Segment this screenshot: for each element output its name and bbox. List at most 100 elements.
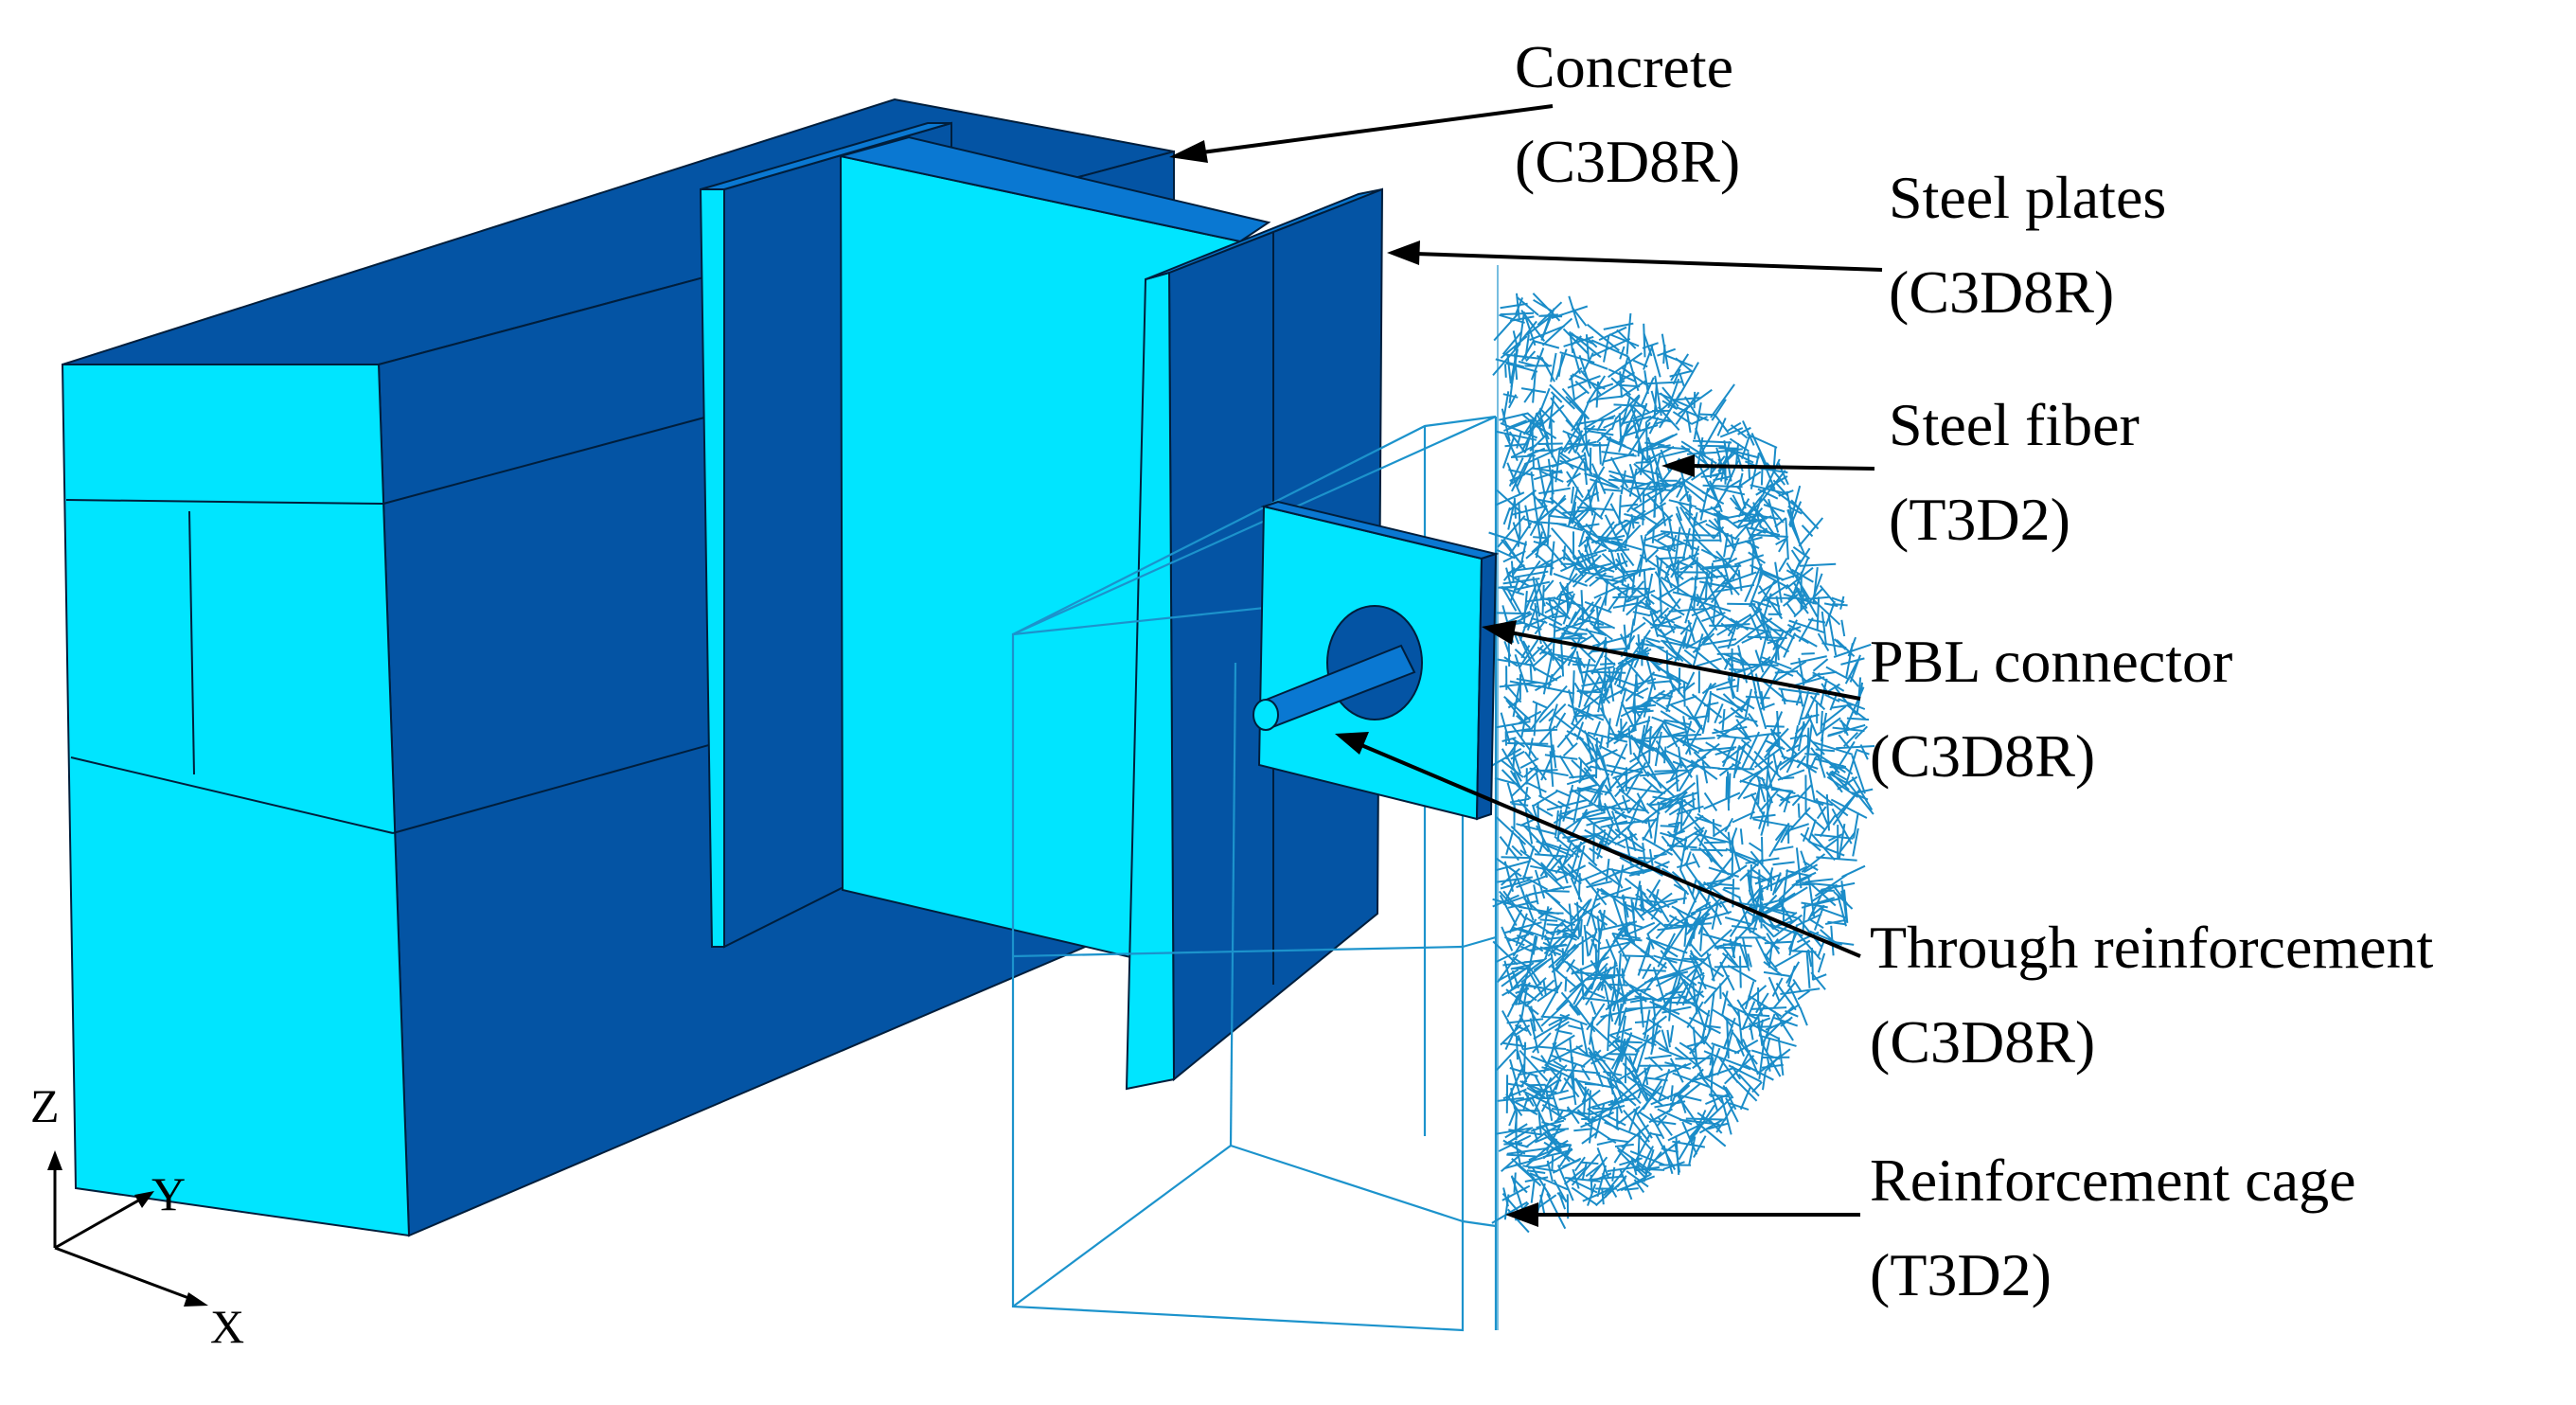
- steel-fiber-segment: [1649, 1057, 1663, 1070]
- steel-fiber-segment: [1622, 385, 1641, 386]
- label-steel-fiber-name: Steel fiber: [1889, 391, 2140, 458]
- steel-fiber-segment: [1657, 740, 1679, 773]
- steel-fiber-segment: [1501, 304, 1528, 309]
- steel-fiber-segment: [1654, 771, 1687, 772]
- steel-fiber-segment: [1635, 1022, 1648, 1023]
- steel-fiber-segment: [1789, 932, 1797, 949]
- rod-end: [1253, 700, 1278, 730]
- steel-fiber-segment: [1668, 1003, 1695, 1004]
- steel-fiber-segment: [1840, 658, 1864, 665]
- steel-fiber-segment: [1505, 364, 1506, 377]
- steel-fiber-segment: [1597, 1141, 1613, 1145]
- steel-fiber-segment: [1801, 851, 1805, 866]
- steel-fiber-segment: [1568, 458, 1585, 487]
- steel-fiber-segment: [1841, 620, 1844, 636]
- steel-fiber-segment: [1679, 373, 1684, 386]
- steel-fiber-segment: [1679, 667, 1680, 694]
- concrete-front-face: [62, 365, 409, 1236]
- label-pbl-connector-element: (C3D8R): [1870, 722, 2095, 790]
- steel-fiber-segment: [1804, 754, 1819, 755]
- steel-fiber-segment: [1519, 1036, 1523, 1050]
- steel-fiber-segment: [1539, 726, 1555, 744]
- steel-fiber-segment: [1658, 447, 1690, 450]
- steel-fiber-segment: [1516, 654, 1528, 692]
- steel-fiber-segment: [1621, 719, 1622, 738]
- steel-fiber-segment: [1572, 375, 1575, 400]
- steel-fiber-segment: [1718, 645, 1735, 648]
- steel-fiber-segment: [1574, 791, 1580, 823]
- steel-fiber-segment: [1574, 683, 1582, 695]
- steel-fiber-segment: [1572, 487, 1573, 504]
- steel-fiber-segment: [1627, 313, 1631, 355]
- steel-fiber-segment: [1816, 857, 1856, 860]
- label-steel-plates: Steel plates (C3D8R): [1889, 164, 2166, 326]
- label-steel-plates-element: (C3D8R): [1889, 258, 2114, 326]
- steel-fiber-segment: [1564, 743, 1578, 756]
- steel-fiber-segment: [1806, 813, 1825, 829]
- steel-fiber-segment: [1681, 802, 1682, 832]
- steel-fiber-segment: [1661, 450, 1669, 472]
- steel-fiber-segment: [1535, 450, 1557, 451]
- steel-fiber-segment: [1554, 1036, 1574, 1048]
- steel-fiber-segment: [1588, 431, 1614, 435]
- steel-fiber-segment: [1779, 559, 1786, 572]
- steel-fiber-segment: [1581, 919, 1582, 937]
- steel-fiber-segment: [1693, 792, 1694, 808]
- steel-fiber-segment: [1512, 1176, 1522, 1209]
- steel-fiber-segment: [1584, 429, 1607, 431]
- steel-fiber-segment: [1540, 919, 1558, 920]
- steel-fiber-segment: [1732, 845, 1740, 872]
- steel-fiber-segment: [1559, 1096, 1574, 1100]
- steel-fiber-segment: [1711, 693, 1747, 711]
- steel-fiber-segment: [1684, 683, 1685, 707]
- steel-fiber-segment: [1643, 736, 1676, 738]
- label-steel-plates-name: Steel plates: [1889, 164, 2166, 231]
- steel-fiber-segment: [1666, 355, 1694, 366]
- steel-fiber-segment: [1826, 840, 1838, 848]
- steel-fiber-segment: [1602, 1188, 1604, 1205]
- steel-fiber-segment: [1555, 810, 1558, 836]
- steel-fiber-segment: [1762, 468, 1763, 486]
- steel-fiber-segment: [1534, 471, 1562, 479]
- steel-fiber-segment: [1785, 518, 1788, 560]
- steel-fiber-segment: [1525, 506, 1530, 528]
- steel-fiber-segment: [1552, 1156, 1553, 1170]
- steel-fiber-segment: [1690, 850, 1727, 851]
- steel-fiber-segment: [1667, 1030, 1670, 1047]
- steel-fiber-segment: [1513, 741, 1515, 769]
- steel-fiber-segment: [1676, 771, 1678, 792]
- steel-fiber-segment: [1691, 760, 1717, 779]
- steel-fiber-segment: [1693, 441, 1732, 443]
- steel-fiber-segment: [1800, 1007, 1807, 1025]
- axis-x-line: [55, 1248, 199, 1302]
- steel-fiber-segment: [1570, 391, 1588, 402]
- steel-fiber-segment: [1737, 677, 1738, 692]
- steel-fiber-segment: [1528, 1165, 1548, 1168]
- steel-fiber-segment: [1699, 847, 1730, 875]
- steel-fiber-segment: [1767, 726, 1785, 727]
- steel-fiber-segment: [1662, 836, 1682, 862]
- steel-fiber-segment: [1625, 521, 1640, 524]
- steel-fiber-segment: [1802, 638, 1817, 647]
- steel-fiber-segment: [1740, 665, 1778, 666]
- steel-fiber-cloud: [1489, 293, 1874, 1233]
- steel-fiber-segment: [1576, 715, 1605, 716]
- steel-fiber-segment: [1686, 1119, 1726, 1120]
- steel-fiber-segment: [1723, 889, 1741, 898]
- steel-fiber-segment: [1628, 799, 1641, 830]
- label-steel-fiber-element: (T3D2): [1889, 486, 2070, 553]
- steel-fiber-segment: [1840, 596, 1843, 610]
- steel-fiber-segment: [1533, 537, 1548, 538]
- steel-fiber-segment: [1533, 702, 1548, 708]
- steel-fiber-segment: [1720, 765, 1734, 775]
- steel-fiber-segment: [1531, 664, 1532, 681]
- axis-z-arrowhead: [47, 1150, 62, 1170]
- steel-fiber-segment: [1536, 1046, 1566, 1049]
- steel-fiber-segment: [1590, 1002, 1595, 1015]
- steel-fiber-segment: [1665, 614, 1675, 633]
- steel-fiber-segment: [1718, 448, 1738, 449]
- steel-fiber-segment: [1704, 843, 1726, 844]
- steel-fiber-segment: [1766, 1020, 1790, 1030]
- steel-fiber-segment: [1796, 884, 1816, 885]
- steel-fiber-segment: [1781, 777, 1794, 778]
